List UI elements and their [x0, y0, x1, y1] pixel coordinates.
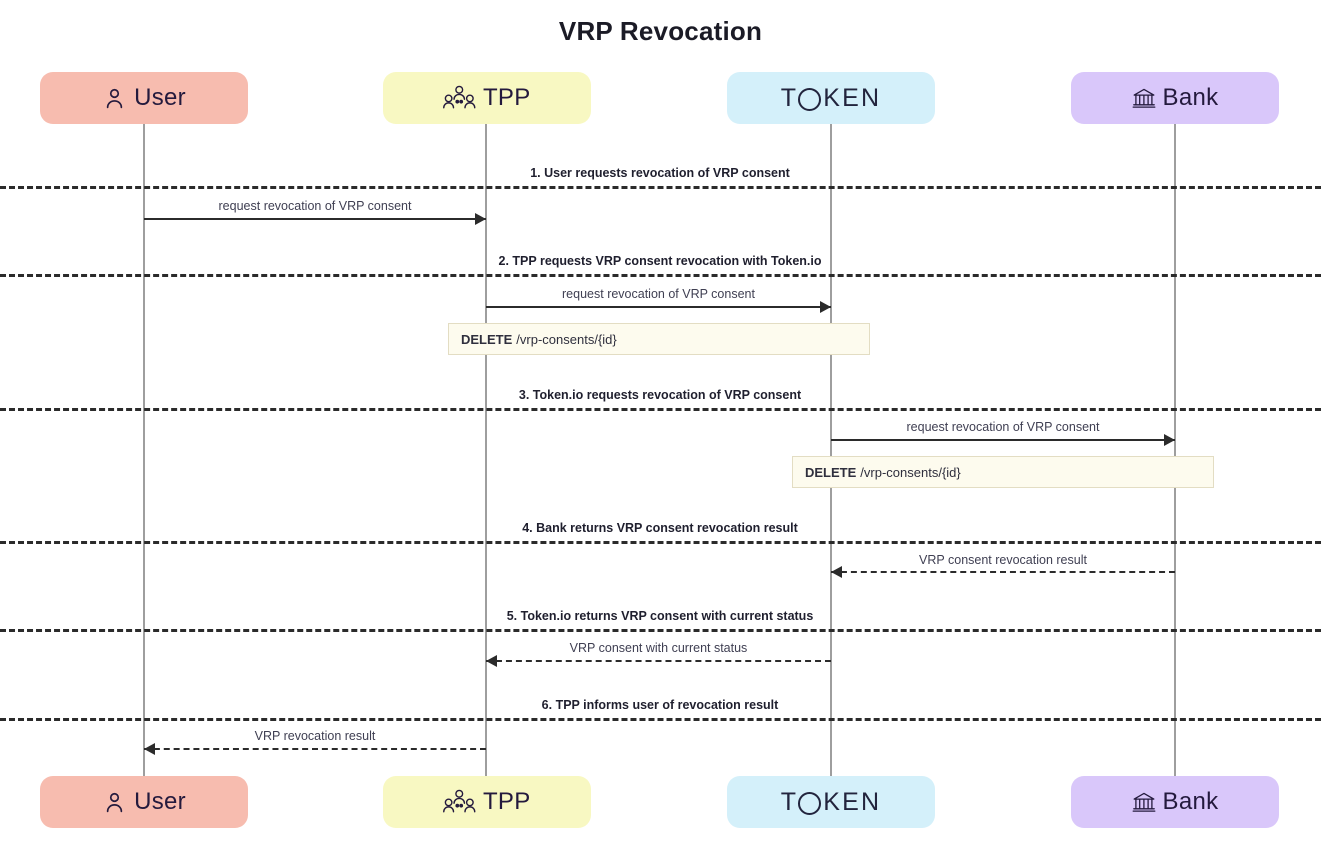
section-divider-1 — [0, 186, 1321, 189]
section-label-3: 3. Token.io requests revocation of VRP c… — [518, 388, 802, 402]
note-http-verb: DELETE — [461, 331, 513, 347]
page-title: VRP Revocation — [558, 16, 763, 46]
message-line-m5 — [486, 660, 831, 662]
message-label-m5: VRP consent with current status — [569, 641, 748, 655]
section-label-4: 4. Bank returns VRP consent revocation r… — [522, 521, 798, 535]
note-http-verb: DELETE — [805, 464, 857, 480]
lifeline-tpp — [485, 124, 487, 777]
participant-bottom-bank[interactable]: Bank — [1071, 776, 1279, 828]
participant-label-tpp: TPP — [482, 788, 531, 815]
message-line-m2 — [486, 306, 831, 308]
note-http-path: /vrp-consents/{id} — [516, 331, 617, 347]
message-label-m3: request revocation of VRP consent — [906, 420, 1100, 434]
section-divider-4 — [0, 541, 1321, 544]
participant-bottom-tpp[interactable]: TPP — [383, 776, 591, 828]
arrow-head-m2 — [820, 301, 831, 313]
arrow-head-m3 — [1164, 434, 1175, 446]
arrow-head-m6 — [144, 743, 155, 755]
lifeline-bank — [1174, 124, 1176, 777]
lifeline-token — [830, 124, 832, 777]
participant-label-user: User — [134, 788, 186, 815]
participant-top-user[interactable]: User — [40, 72, 248, 124]
bank-icon — [1132, 790, 1156, 814]
message-line-m1 — [144, 218, 486, 220]
section-divider-6 — [0, 718, 1321, 721]
message-label-m4: VRP consent revocation result — [919, 553, 1087, 567]
section-divider-5 — [0, 629, 1321, 632]
section-label-2: 2. TPP requests VRP consent revocation w… — [498, 254, 822, 268]
message-line-m4 — [831, 571, 1175, 573]
arrow-head-m4 — [831, 566, 842, 578]
section-divider-3 — [0, 408, 1321, 411]
people-group-icon — [443, 789, 476, 815]
person-icon — [102, 86, 127, 111]
participant-label-user: User — [134, 84, 186, 111]
bank-icon — [1132, 86, 1156, 110]
section-label-6: 6. TPP informs user of revocation result — [541, 698, 779, 712]
note-http-path: /vrp-consents/{id} — [860, 464, 961, 480]
section-label-1: 1. User requests revocation of VRP conse… — [530, 166, 790, 180]
participant-label-bank: Bank — [1162, 84, 1219, 111]
section-label-5: 5. Token.io returns VRP consent with cur… — [506, 609, 814, 623]
participant-label-bank: Bank — [1162, 788, 1219, 815]
message-line-m3 — [831, 439, 1175, 441]
arrow-head-m5 — [486, 655, 497, 667]
participant-top-tpp[interactable]: TPP — [383, 72, 591, 124]
message-label-m1: request revocation of VRP consent — [218, 199, 412, 213]
lifeline-user — [143, 124, 145, 777]
people-group-icon — [443, 85, 476, 111]
person-icon — [102, 790, 127, 815]
message-label-m2: request revocation of VRP consent — [562, 287, 755, 301]
arrow-head-m1 — [475, 213, 486, 225]
message-label-m6: VRP revocation result — [254, 729, 376, 743]
participant-top-bank[interactable]: Bank — [1071, 72, 1279, 124]
section-divider-2 — [0, 274, 1321, 277]
message-line-m6 — [144, 748, 486, 750]
participant-bottom-user[interactable]: User — [40, 776, 248, 828]
note-note1: DELETE/vrp-consents/{id} — [448, 323, 870, 355]
participant-label-tpp: TPP — [482, 84, 531, 111]
note-note2: DELETE/vrp-consents/{id} — [792, 456, 1214, 488]
